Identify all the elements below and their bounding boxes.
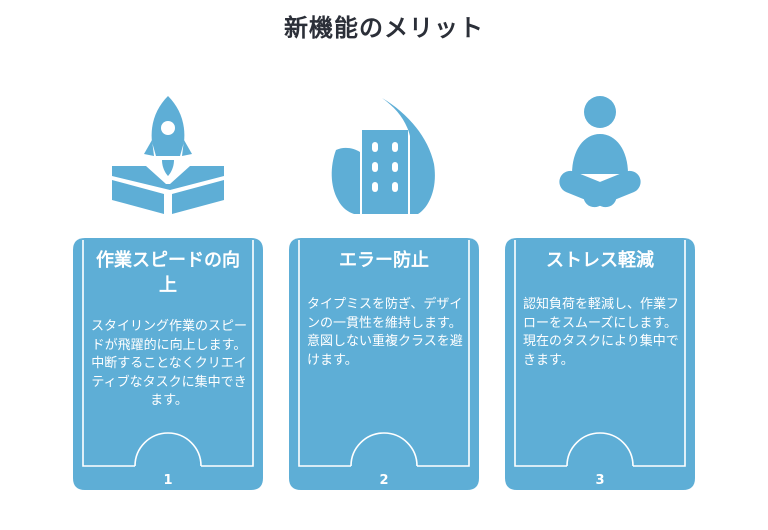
- fire-building-icon: [331, 98, 435, 214]
- card-title: エラー防止: [339, 250, 429, 271]
- benefit-card-1: 作業スピードの向上 スタイリング作業のスピードが飛躍的に向上します。中断すること…: [73, 238, 263, 490]
- card-background: [505, 238, 695, 490]
- benefit-card-3: ストレス軽減 認知負荷を軽減し、作業フローをスムーズにします。現在のタスクにより…: [505, 238, 695, 490]
- card-background: [73, 238, 263, 490]
- card-title: ストレス軽減: [546, 250, 654, 271]
- card-number: 1: [163, 473, 173, 488]
- card-number: 2: [379, 473, 389, 488]
- card-title: 作業スピードの向上: [96, 250, 240, 296]
- card-description: スタイリング作業のスピードが飛躍的に向上します。中断することなくクリエイティブな…: [91, 319, 248, 408]
- card-background: [289, 238, 479, 490]
- page-title: 新機能のメリット: [284, 14, 484, 42]
- card-description: 認知負荷を軽減し、作業フローをスムーズにします。現在のタスクにより集中できます。: [523, 297, 680, 368]
- meditation-icon: [559, 96, 641, 208]
- benefit-card-2: エラー防止 タイプミスを防ぎ、デザインの一貫性を維持します。意図しない重複クラス…: [289, 238, 479, 490]
- card-number: 3: [595, 473, 605, 488]
- card-description: タイプミスを防ぎ、デザインの一貫性を維持します。意図しない重複クラスを避けます。: [307, 297, 463, 368]
- rocket-icon: [112, 96, 224, 214]
